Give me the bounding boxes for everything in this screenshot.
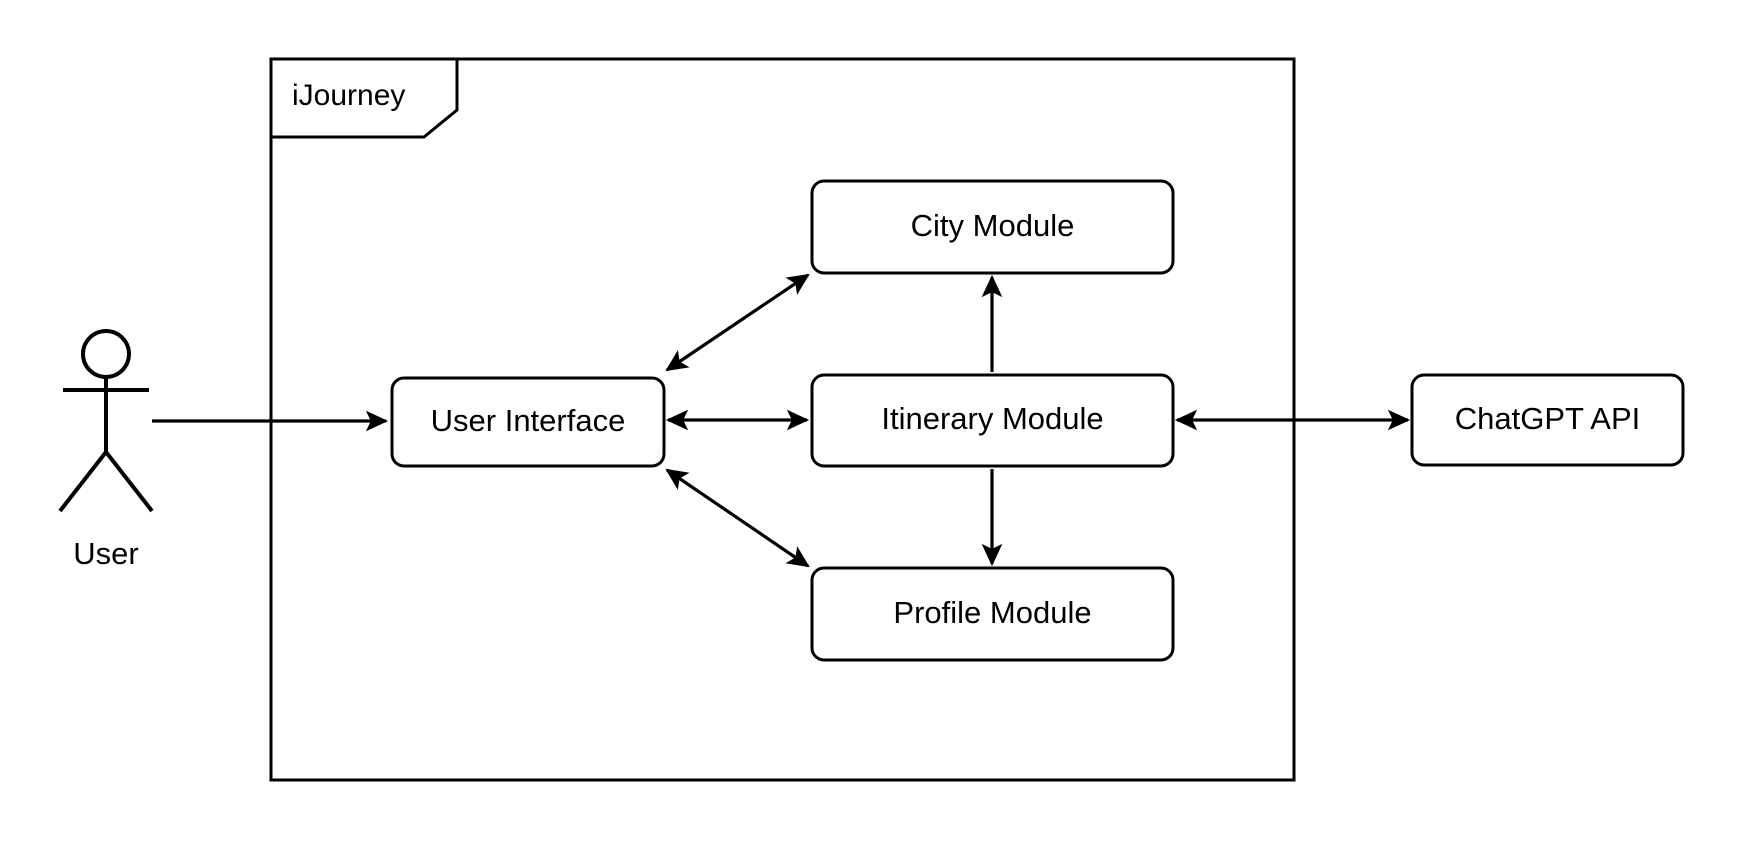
node-itinerary-module[interactable]: Itinerary Module <box>810 373 1175 468</box>
actor-left-leg-icon <box>58 450 108 513</box>
connector-user-interface-to-profile-module <box>665 468 810 568</box>
node-city-module-label: City Module <box>911 208 1075 243</box>
package-tab-border <box>271 57 459 139</box>
node-profile-module-box[interactable] <box>810 566 1175 662</box>
node-user-interface[interactable]: User Interface <box>390 376 666 468</box>
package-label: iJourney <box>292 79 405 112</box>
node-user-interface-box[interactable] <box>390 376 666 468</box>
node-user-interface-label: User Interface <box>431 403 626 438</box>
actor-label: User <box>73 536 138 571</box>
actor-head-icon <box>81 329 131 379</box>
actor-user: User <box>58 329 154 571</box>
actor-right-leg-icon <box>104 450 154 513</box>
connector-user-interface-to-city-module <box>665 273 810 372</box>
node-chatgpt-api-box[interactable] <box>1410 373 1685 467</box>
package-ijourney: iJourney <box>269 57 1296 782</box>
node-profile-module[interactable]: Profile Module <box>810 566 1175 662</box>
node-itinerary-module-label: Itinerary Module <box>881 401 1103 436</box>
node-chatgpt-api[interactable]: ChatGPT API <box>1410 373 1685 467</box>
node-city-module[interactable]: City Module <box>810 179 1175 275</box>
node-city-module-box[interactable] <box>810 179 1175 275</box>
node-chatgpt-api-label: ChatGPT API <box>1455 401 1641 436</box>
connectors-layer <box>152 273 1411 568</box>
package-body-border <box>269 57 1296 782</box>
node-profile-module-label: Profile Module <box>893 595 1091 630</box>
node-itinerary-module-box[interactable] <box>810 373 1175 468</box>
